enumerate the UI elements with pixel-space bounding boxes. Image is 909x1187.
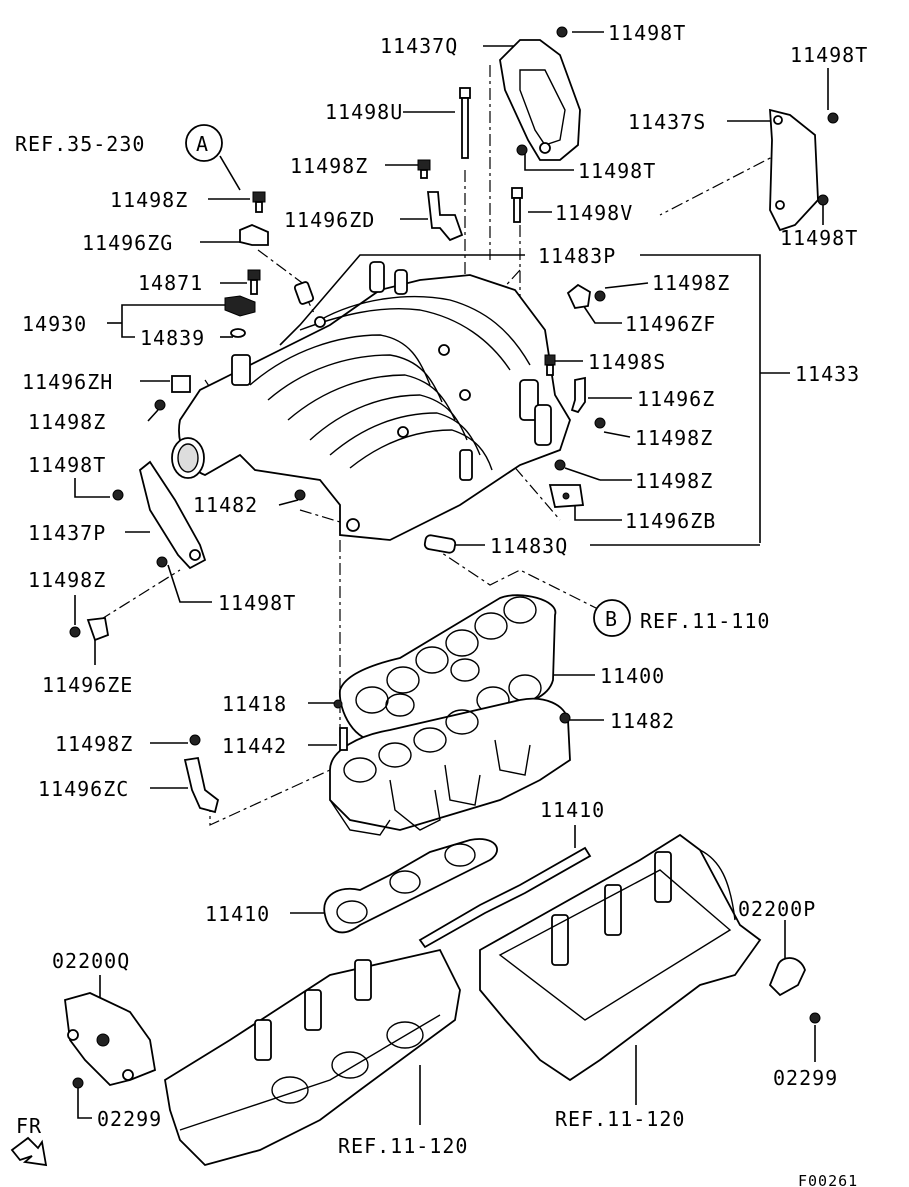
label-ref-11-110: REF.11-110 [640, 609, 770, 633]
label-11483P: 11483P [538, 244, 616, 268]
label-11496ZD: 11496ZD [284, 208, 375, 232]
label-14871: 14871 [138, 271, 203, 295]
label-11496ZE: 11496ZE [42, 673, 133, 697]
intake-manifold [171, 261, 571, 541]
label-11437S: 11437S [628, 110, 706, 134]
bolt-11498V [511, 187, 523, 223]
label-11498Z: 11498Z [652, 271, 730, 295]
label-11498Z: 11498Z [635, 426, 713, 450]
label-11498Z: 11498Z [28, 568, 106, 592]
label-14839: 14839 [140, 326, 205, 350]
label-11410: 11410 [205, 902, 270, 926]
label-ref-11-120: REF.11-120 [338, 1134, 468, 1158]
label-11442: 11442 [222, 734, 287, 758]
label-11496Z: 11496Z [637, 387, 715, 411]
label-11433: 11433 [795, 362, 860, 386]
label-ref-35-230: REF.35-230 [15, 132, 145, 156]
label-11498T: 11498T [608, 21, 686, 45]
label-11410: 11410 [540, 798, 605, 822]
bolt-11498Z-top [417, 159, 431, 179]
label-11496ZH: 11496ZH [22, 370, 113, 394]
bolt-14871 [247, 269, 261, 295]
label-11483Q: 11483Q [490, 534, 568, 558]
label-ref-b: B [605, 607, 618, 631]
label-11496ZG: 11496ZG [82, 231, 173, 255]
top-parts [69, 26, 839, 642]
label-11498T: 11498T [578, 159, 656, 183]
label-11498S: 11498S [588, 350, 666, 374]
label-11498Z: 11498Z [28, 410, 106, 434]
label-11482: 11482 [610, 709, 675, 733]
label-11482: 11482 [193, 493, 258, 517]
label-11498T: 11498T [780, 226, 858, 250]
label-11496ZF: 11496ZF [625, 312, 716, 336]
labels: 11437Q 11498T 11498T 11498U 11437S REF.3… [15, 21, 868, 1187]
label-02299: 02299 [773, 1066, 838, 1090]
label-02200Q: 02200Q [52, 949, 130, 973]
label-11498U: 11498U [325, 100, 403, 124]
label-11418: 11418 [222, 692, 287, 716]
label-11498T: 11498T [28, 453, 106, 477]
ref-circle-a [185, 124, 223, 162]
label-02299: 02299 [97, 1107, 162, 1131]
label-11498Z: 11498Z [290, 154, 368, 178]
label-ref-a: A [196, 132, 209, 156]
label-11437Q: 11437Q [380, 34, 458, 58]
label-11498T: 11498T [218, 591, 296, 615]
figure-number: F00261 [798, 1172, 858, 1187]
label-11498Z: 11498Z [55, 732, 133, 756]
label-11498V: 11498V [555, 201, 633, 225]
label-11496ZC: 11496ZC [38, 777, 129, 801]
bracket-02200Q [64, 992, 157, 1089]
bolt-11498Z-left-top [252, 191, 266, 213]
fr-arrow-icon [10, 1136, 48, 1167]
leader-lines [74, 31, 829, 1125]
cylinder-head-right [479, 833, 821, 1082]
lower-manifold [183, 697, 571, 836]
label-11437P: 11437P [28, 521, 106, 545]
label-14930: 14930 [22, 312, 87, 336]
bolt-11498U [459, 87, 471, 159]
label-fr: FR [16, 1114, 42, 1138]
gaskets-11410 [323, 838, 592, 949]
cylinder-head-left [164, 948, 461, 1167]
label-11496ZB: 11496ZB [625, 509, 716, 533]
ref-circle-b [593, 599, 631, 637]
label-11498T: 11498T [790, 43, 868, 67]
label-11400: 11400 [600, 664, 665, 688]
label-ref-11-120: REF.11-120 [555, 1107, 685, 1131]
label-11498Z: 11498Z [635, 469, 713, 493]
label-11498Z: 11498Z [110, 188, 188, 212]
label-02200P: 02200P [738, 897, 816, 921]
